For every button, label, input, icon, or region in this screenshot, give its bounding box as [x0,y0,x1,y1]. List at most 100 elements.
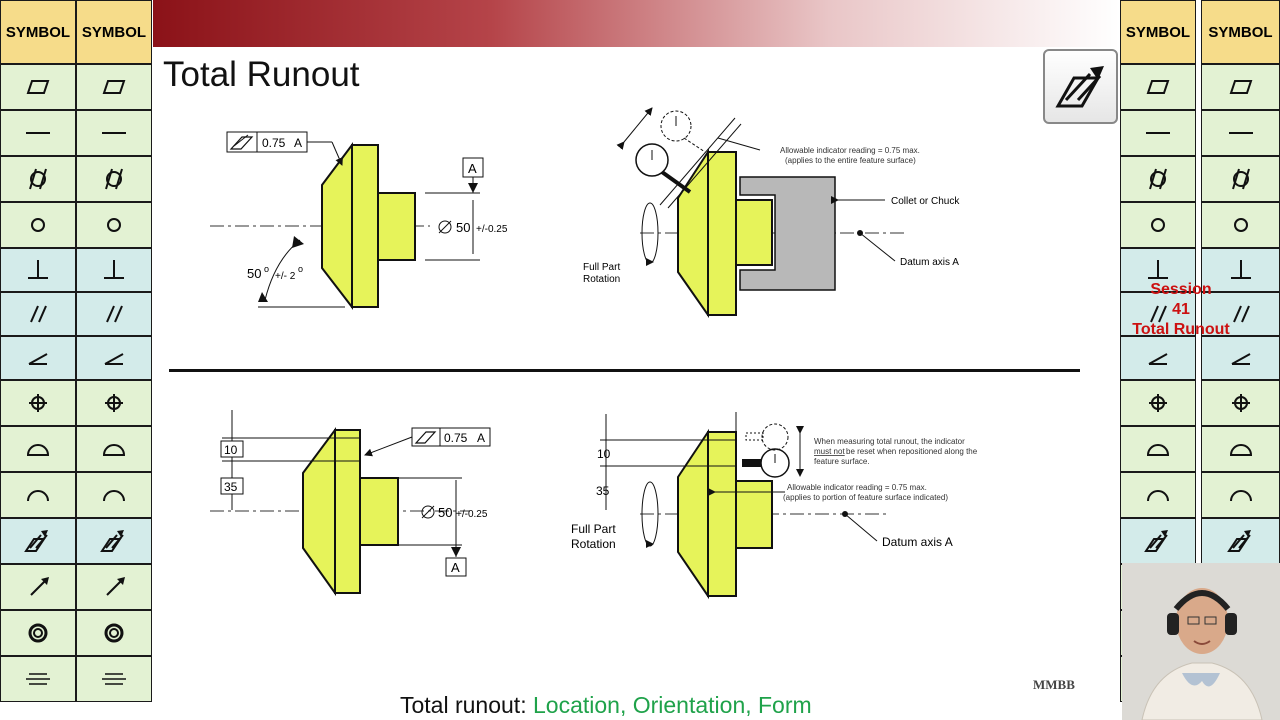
symbol-panel-left-2: SYMBOL [76,0,152,702]
angle-value: 50 [247,266,261,281]
symbol-cell [1201,202,1280,248]
caption: Total runout: Location, Orientation, For… [400,692,812,719]
part-shaft [377,192,416,261]
symbol-header: SYMBOL [0,0,76,64]
flatness-icon [102,80,126,94]
circularity-icon [1151,218,1165,232]
profile-line-icon [1229,490,1252,502]
symbol-cell [1120,380,1196,426]
symbol-cell [76,564,152,610]
position-icon [29,394,47,412]
datum-axis-label-bottom: Datum axis A [882,535,953,549]
total-runout-symbol-button[interactable] [1043,49,1118,124]
angularity-icon [1148,353,1168,365]
symbol-cell [76,610,152,656]
circularity-icon [107,218,121,232]
caption-highlight: Location, Orientation, Form [532,692,812,718]
symbol-cell [1201,472,1280,518]
concentricity-icon [28,623,48,643]
perpendicularity-icon [104,260,124,279]
watermark: MMBB [1033,677,1075,692]
symbol-cell [1120,110,1196,156]
symbol-cell [1120,336,1196,380]
profile-line-icon [1147,490,1169,502]
symbol-header: SYMBOL [76,0,152,64]
symbol-cell [1120,248,1196,292]
symbol-column [76,64,152,702]
dim-10: 10 [224,443,238,457]
rotation-label-bottom-2: Rotation [571,537,616,551]
collet-chuck [739,176,836,291]
profile-surface-icon [1146,444,1170,456]
cylindricity-icon [1149,168,1167,190]
bottom-left-drawing: 10 35 0.75 A 50 +/-0.25 A [210,410,491,597]
position-icon [1149,394,1167,412]
angle-tol: +/- 2 [275,271,296,282]
total-runout-icon [1144,530,1168,552]
datum-axis-label: Datum axis A [900,257,959,268]
symbol-panel-left-1: SYMBOL [0,0,76,702]
symbol-cell [1120,156,1196,202]
straightness-icon [102,132,126,134]
position-icon [105,394,123,412]
fcf-datum: A [294,136,302,150]
circular-runout-icon [106,577,125,596]
symbol-cell [1120,64,1196,110]
symbol-cell [0,564,76,610]
part-flange [351,144,379,308]
symbol-header: SYMBOL [1201,0,1280,64]
symbol-cell [1201,248,1280,292]
symbol-cell [76,292,152,336]
profile-surface-icon [1229,444,1252,456]
webcam-presenter [1122,563,1280,720]
symbol-column [0,64,76,702]
fcf-value: 0.75 [262,136,286,150]
symbol-cell [76,336,152,380]
svg-text:o: o [264,264,269,274]
symbol-cell [76,518,152,564]
symbol-cell [1201,336,1280,380]
fcf-datum-bottom: A [477,431,485,445]
circular-runout-icon [30,577,49,596]
cylindricity-icon [29,168,47,190]
profile-surface-icon [26,444,50,456]
symbol-cell [0,610,76,656]
symbol-cell [1120,472,1196,518]
perpendicularity-icon [28,260,48,279]
symmetry-icon [26,673,50,685]
symbol-cell [1201,426,1280,472]
straightness-icon [1228,132,1253,134]
flatness-icon [1146,80,1170,94]
flatness-icon [26,80,50,94]
parallelism-icon [106,305,123,323]
symbol-cell [0,202,76,248]
symbol-cell [76,110,152,156]
session-overlay: Session 41 Total Runout [1122,280,1240,340]
symbol-cell [0,656,76,702]
symbol-cell [0,518,76,564]
circularity-icon [1233,218,1248,232]
note-portion: (applies to portion of feature surface i… [783,493,948,502]
cylindricity-icon [105,168,123,190]
session-line-1: Session [1150,281,1212,298]
symbol-cell [0,472,76,518]
symbol-header: SYMBOL [1120,0,1196,64]
top-left-drawing: 0.75 A A 50 +/-0.25 50 o +/- 2 o [210,131,508,310]
perpendicularity-icon [1230,260,1251,279]
symbol-cell [1120,292,1196,336]
dim-tol: +/-0.25 [476,224,508,235]
straightness-icon [26,132,50,134]
symbol-cell [0,64,76,110]
bottom-right-drawing: 10 35 When measuring total runout, the i… [571,412,978,600]
note-allowable: Allowable indicator reading = 0.75 max. [780,146,920,155]
datum-label: A [468,161,477,176]
total-runout-icon [24,530,48,552]
symmetry-icon [102,673,126,685]
symbol-cell [0,110,76,156]
symbol-cell [76,426,152,472]
note-measuring: When measuring total runout, the indicat… [814,437,965,446]
straightness-icon [1146,132,1170,134]
note-allowable-bottom: Allowable indicator reading = 0.75 max. [787,483,927,492]
note-must-not: must not [814,447,845,456]
position-icon [1231,394,1250,412]
